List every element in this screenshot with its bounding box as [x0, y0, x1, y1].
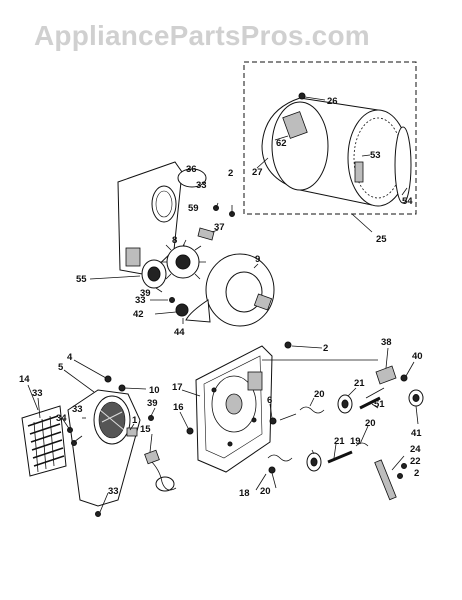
glide-24 [374, 459, 397, 501]
motor-bracket [197, 227, 215, 241]
callout-39-b: 39 [147, 398, 158, 409]
rear-panel-hub [211, 375, 257, 433]
blower-hub [175, 254, 191, 270]
motor-blower-assembly: 36 2 33 59 37 8 55 39 9 33 42 44 [76, 161, 275, 338]
motor-switch [253, 293, 273, 311]
callout-33-b: 33 [135, 295, 146, 306]
callout-2-b: 2 [323, 343, 328, 354]
screw-4 [104, 375, 112, 383]
callout-16: 16 [173, 402, 184, 413]
callout-24: 24 [410, 444, 421, 455]
front-belt-lint-assembly: 4 5 10 14 33 34 33 1 39 15 33 [19, 352, 177, 517]
watermark: AppliancePartsPros.com [34, 20, 370, 51]
callout-38: 38 [381, 337, 392, 348]
callout-33-d: 33 [72, 404, 83, 415]
callout-15: 15 [140, 424, 151, 435]
rear-panel-roller-assembly: 2 38 40 17 16 6 20 21 51 41 21 19 20 24 … [172, 337, 424, 501]
clip-18 [268, 466, 276, 474]
bulkhead-opening [151, 185, 177, 223]
drum-front-ring [394, 126, 412, 204]
callout-1: 1 [132, 415, 138, 426]
callout-41: 41 [411, 428, 422, 439]
harness-plug [144, 449, 160, 465]
callout-25: 25 [376, 234, 387, 245]
callout-33-c: 33 [32, 388, 43, 399]
callout-20-b: 20 [365, 418, 376, 429]
callout-14: 14 [19, 374, 30, 385]
callout-27: 27 [252, 167, 263, 178]
motor-mount [185, 299, 211, 323]
callout-34: 34 [56, 413, 67, 424]
callout-26: 26 [327, 96, 338, 107]
callout-37: 37 [214, 222, 225, 233]
callout-40: 40 [412, 351, 423, 362]
callout-59: 59 [188, 203, 199, 214]
motor-clip [175, 303, 189, 317]
shaft-51 [359, 396, 381, 410]
callout-18: 18 [239, 488, 250, 499]
screw-16 [186, 427, 194, 435]
spring-20-b [355, 442, 369, 447]
drum-screw [298, 92, 306, 100]
spring-20-c [267, 454, 293, 462]
wire-harness [149, 459, 177, 491]
callout-21-b: 21 [334, 436, 345, 447]
callout-10: 10 [149, 385, 160, 396]
callout-33-e: 33 [108, 486, 119, 497]
callout-22: 22 [410, 456, 421, 467]
callout-62: 62 [276, 138, 287, 149]
drive-motor [205, 253, 275, 327]
callout-36: 36 [186, 164, 197, 175]
rear-vent [247, 371, 263, 391]
callout-39: 39 [140, 288, 151, 299]
callout-2: 2 [228, 168, 233, 179]
callout-6: 6 [267, 395, 272, 406]
callout-55: 55 [76, 274, 87, 285]
callout-42: 42 [133, 309, 144, 320]
callout-17: 17 [172, 382, 183, 393]
drum-baffle-2 [354, 161, 364, 183]
callout-20-c: 20 [260, 486, 271, 497]
spring-20-a [299, 406, 325, 414]
bracket-38 [375, 365, 397, 385]
callout-4: 4 [67, 352, 73, 363]
clip-6 [269, 417, 277, 425]
callout-54: 54 [402, 196, 413, 207]
drum-assembly: 26 62 27 53 54 25 [243, 61, 417, 245]
callout-9: 9 [255, 254, 260, 265]
callout-5: 5 [58, 362, 64, 373]
shaft-19 [327, 450, 353, 464]
callout-2-c: 2 [414, 468, 419, 479]
callout-19: 19 [350, 436, 361, 447]
callout-20: 20 [314, 389, 325, 400]
callout-53: 53 [370, 150, 381, 161]
callout-44: 44 [174, 327, 185, 338]
callout-33: 33 [196, 180, 207, 191]
lint-sensor [126, 427, 138, 437]
wire-harness-loop [155, 476, 175, 492]
callout-21: 21 [354, 378, 365, 389]
bulkhead-vent [125, 247, 141, 267]
screw-2 [284, 341, 292, 349]
callout-51: 51 [374, 399, 385, 410]
drum-baffle [282, 111, 308, 139]
drum-group-box [243, 61, 417, 215]
callout-8: 8 [172, 235, 177, 246]
